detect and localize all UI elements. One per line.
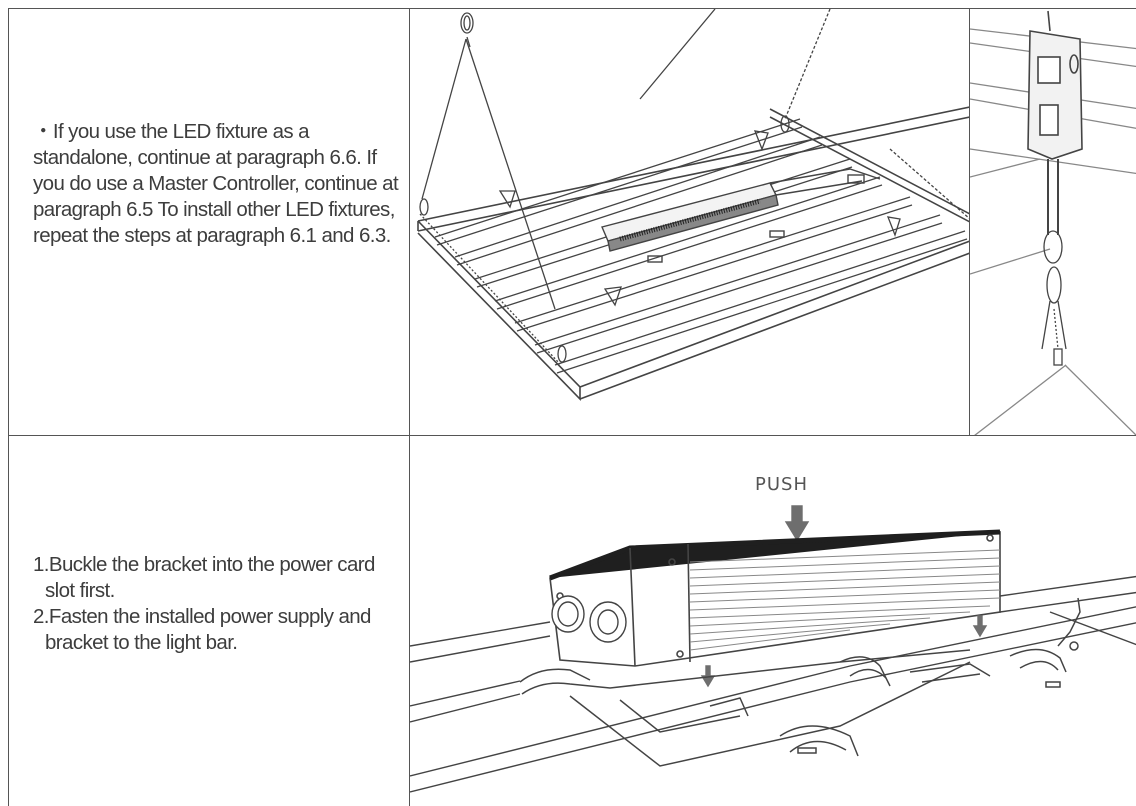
bar-clips (498, 130, 901, 307)
instruction-cell-bottom: 1.Buckle the bracket into the power card… (8, 436, 410, 806)
carabiner-hook (460, 12, 474, 34)
power-supply-bracket-illustration: PUSH (410, 436, 1136, 806)
step-2: 2.Fasten the installed power supply and … (33, 605, 371, 654)
bracket-steps-list: 1.Buckle the bracket into the power card… (33, 552, 403, 656)
power-connectors (551, 595, 627, 643)
instruction-cell-top: ・If you use the LED fixture as a standal… (8, 8, 410, 436)
light-bars (410, 575, 1136, 793)
down-arrow-icon (784, 505, 810, 542)
light-frame (417, 106, 969, 401)
mounting-bracket (519, 597, 1081, 767)
light-bars (434, 118, 968, 374)
insert-arrow-icons (700, 615, 988, 688)
end-caps (419, 115, 790, 363)
hanger-strap (1041, 159, 1067, 366)
standalone-instruction-text: ・If you use the LED fixture as a standal… (33, 120, 399, 247)
power-supply-unit (601, 168, 881, 263)
hanger-hook-illustration (970, 8, 1136, 436)
power-supply-housing (549, 529, 1001, 667)
step-1: 1.Buckle the bracket into the power card… (33, 553, 375, 602)
push-label: PUSH (755, 474, 808, 495)
hanging-wire (419, 9, 969, 365)
hanger-ratchet (1027, 10, 1083, 160)
hanging-fixture-illustration (410, 8, 970, 436)
